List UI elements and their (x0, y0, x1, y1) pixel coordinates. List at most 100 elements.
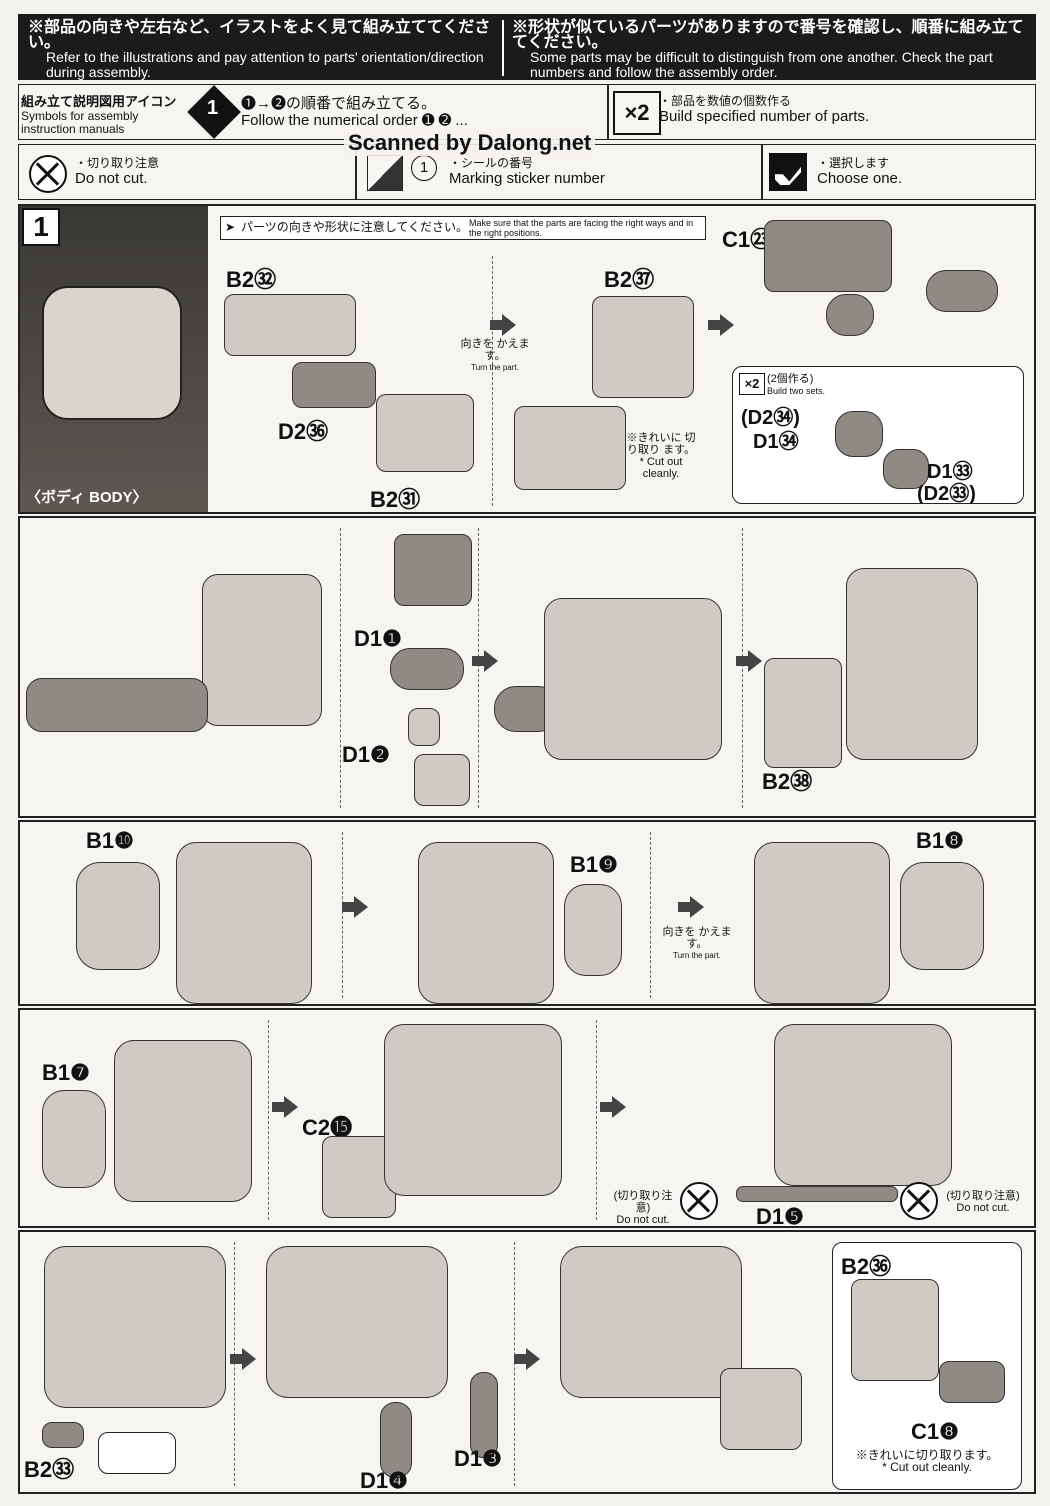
watermark: Scanned by Dalong.net (344, 130, 596, 156)
step1-row-2: D1❶ D1❷ B2㊳ (18, 516, 1036, 818)
part-label-c1-23: C1㉓ (722, 227, 773, 252)
step1-row-5: B2㉝ D1❹ D1❸ B2㊱ C1❽ ※きれいに切り取ります。 * Cut o… (18, 1230, 1036, 1494)
part-label-b1-7: B1❼ (42, 1060, 90, 1085)
step-arrow-icon-8 (600, 1096, 626, 1118)
part-label-d1-33: D1㉝ (927, 461, 973, 483)
part-label-d1-1: D1❶ (354, 626, 402, 651)
legend-title-en: Symbols for assembly instruction manuals (21, 109, 139, 136)
part-d1-2-detail (414, 754, 470, 806)
sticker-number-icon: 1 (411, 155, 437, 181)
part-b2-36-attached (720, 1368, 802, 1450)
torso-assembly-3 (846, 568, 978, 760)
caution-jp: パーツの向きや形状に注意してください。 (241, 220, 469, 234)
torso-assembly-6 (754, 842, 890, 1004)
order-en: Follow the numerical order ➊ ➋ ... (241, 112, 468, 129)
part-label-d2-34: (D2㉞) (741, 407, 800, 429)
part-label-b2-38: B2㊳ (762, 769, 813, 794)
header-left: ※部品の向きや左右など、イラストをよく見て組み立ててください。 Refer to… (28, 20, 496, 80)
part-b2-31 (376, 394, 474, 472)
sticker-jp: ・シールの番号 (449, 156, 534, 170)
choose-text: ・選択します Choose one. (817, 157, 1017, 188)
part-d1-3 (470, 1372, 498, 1458)
order-text: ➊→➋の順番で組み立てる。 Follow the numerical order… (241, 95, 601, 129)
cut-clean-note: ※きれいに 切り取り ます。 * Cut out cleanly. (624, 432, 698, 480)
part-d1-33 (883, 449, 929, 489)
no-cut-note-right: (切り取り注意) Do not cut. (938, 1190, 1028, 1214)
part-b2-37 (592, 296, 694, 398)
caution-en: Make sure that the parts are facing the … (469, 218, 694, 238)
no-cut-note-left-en: Do not cut. (616, 1214, 670, 1226)
cut-clean-jp: ※きれいに 切り取り ます。 (626, 432, 696, 456)
caution-box: ➤ パーツの向きや形状に注意してください。 Make sure that the… (220, 216, 706, 240)
part-label-b2-31: B2㉛ (370, 487, 421, 512)
divider-4 (742, 528, 743, 808)
divider-5 (342, 832, 343, 998)
part-label-b2-33: B2㉝ (24, 1457, 75, 1482)
part-b2-37-front (514, 406, 626, 490)
part-label-d2-33: (D2㉝) (917, 483, 976, 505)
part-b1-7 (42, 1090, 106, 1188)
part-d1-5 (736, 1186, 898, 1202)
step1-row-1: 〈ボディ BODY〉 1 ➤ パーツの向きや形状に注意してください。 Make … (18, 204, 1036, 514)
torso-assembly-5 (418, 842, 554, 1004)
x2-en: Build specified number of parts. (659, 108, 870, 125)
part-d2-36 (292, 362, 376, 408)
build-two-box: ×2 (2個作る) Build two sets. (D2㉞) D1㉞ D1㉝ … (732, 366, 1024, 505)
part-label-b1-10: B1❿ (86, 828, 134, 853)
torso-assembly-11 (266, 1246, 448, 1398)
legend-divider (607, 85, 609, 139)
torso-assembly-12 (560, 1246, 742, 1398)
step-arrow-icon-9 (230, 1348, 256, 1370)
part-label-b1-9: B1❾ (570, 852, 618, 877)
step-arrow-icon-4 (736, 650, 762, 672)
no-cut-icon-left (680, 1182, 718, 1220)
part-label-d2-36: D2㊱ (278, 419, 329, 444)
body-label: 〈ボディ BODY〉 (26, 489, 148, 506)
no-cut-icon (29, 155, 67, 193)
no-cut-icon-right (900, 1182, 938, 1220)
step-number: 1 (22, 208, 60, 246)
no-cut-en: Do not cut. (75, 170, 148, 187)
step-arrow-icon-10 (514, 1348, 540, 1370)
build-two-jp: (2個作る) (767, 373, 814, 385)
no-cut-note-right-jp: (切り取り注意) (946, 1190, 1020, 1202)
detail-box: B2㊱ C1❽ ※きれいに切り取ります。 * Cut out cleanly. (832, 1242, 1022, 1490)
x2-small-icon: ×2 (739, 373, 765, 395)
divider-3 (478, 528, 479, 808)
header-banner: ※部品の向きや左右など、イラストをよく見て組み立ててください。 Refer to… (18, 14, 1036, 80)
part-c1-8 (939, 1361, 1005, 1403)
part-b1-8 (900, 862, 984, 970)
legend-divider-3 (761, 145, 763, 199)
step-arrow-icon-2 (708, 314, 734, 336)
torso-assembly-4 (176, 842, 312, 1004)
part-d1-2 (408, 708, 440, 746)
divider-7 (268, 1020, 269, 1220)
part-b1-10 (76, 862, 160, 970)
turn-note-2: 向きを かえます。 Turn the part. (662, 926, 732, 962)
divider-6 (650, 832, 651, 998)
no-cut-text: ・切り取り注意 Do not cut. (75, 157, 275, 188)
header-left-en: Refer to the illustrations and pay atten… (46, 49, 484, 80)
collar-detail (394, 534, 472, 606)
step1-row-3: B1❿ B1❾ 向きを かえます。 Turn the part. B1❽ (18, 820, 1036, 1006)
sticker-en: Marking sticker number (449, 170, 605, 187)
part-d1-4 (380, 1402, 412, 1478)
final-cut-jp: ※きれいに切り取ります。 (855, 1448, 999, 1462)
step-arrow-icon-6 (678, 896, 704, 918)
part-label-b2-36: B2㊱ (841, 1254, 892, 1279)
header-right-jp: ※形状が似ているパーツがありますので番号を確認し、順番に組み立ててください。 (512, 19, 1024, 51)
choose-icon (769, 153, 807, 191)
legend-title-jp: 組み立て説明図用アイコン (21, 94, 177, 109)
torso-assembly-8 (384, 1024, 562, 1196)
step-arrow-icon (490, 314, 516, 336)
final-cut-en: * Cut out cleanly. (882, 1460, 972, 1474)
order-jp: ➊→➋の順番で組み立てる。 (241, 95, 437, 112)
body-photo-torso (42, 286, 182, 420)
order-diamond-digit: 1 (207, 97, 219, 119)
legend-title: 組み立て説明図用アイコン Symbols for assembly instru… (21, 91, 191, 136)
no-cut-note-left-jp: (切り取り注意) (613, 1190, 673, 1214)
step-arrow-icon-3 (472, 650, 498, 672)
turn-note: 向きを かえます。 Turn the part. (460, 338, 530, 374)
torso-assembly-7 (114, 1040, 252, 1202)
divider-9 (234, 1242, 235, 1486)
